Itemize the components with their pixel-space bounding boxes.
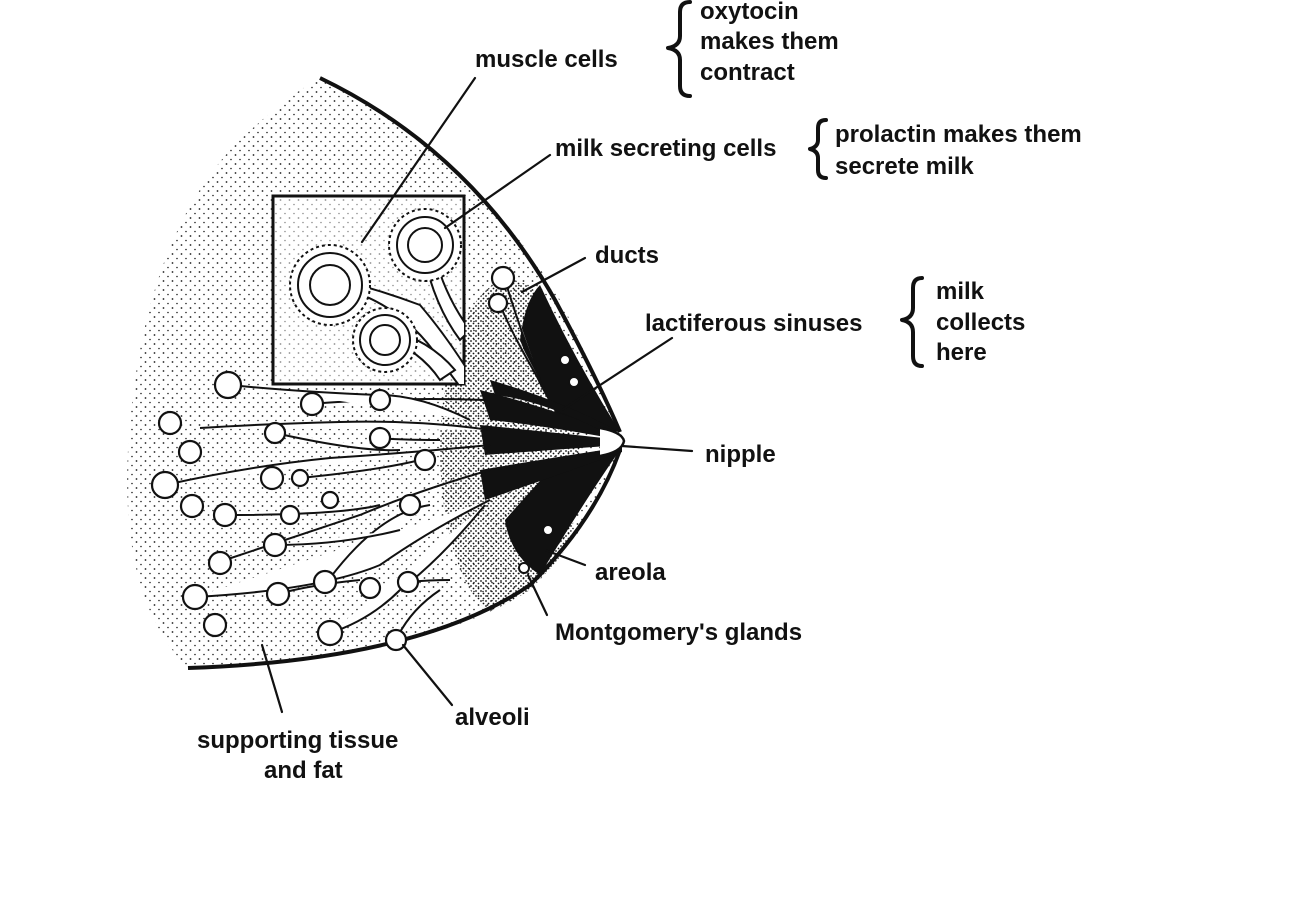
upper-ducts — [487, 265, 546, 391]
label-muscle-cells: muscle cells — [475, 46, 618, 73]
acinus — [352, 307, 418, 373]
breast-lower-outline — [187, 449, 622, 670]
label-supporting-tissue-line1: supporting tissue — [197, 727, 398, 754]
label-nipple: nipple — [705, 441, 776, 468]
ducts — [164, 384, 491, 641]
label-lactiferous-sinuses: lactiferous sinuses — [645, 310, 862, 337]
label-milk-collects-line2: collects — [936, 309, 1025, 336]
montgomery-gland — [559, 354, 571, 366]
magnified-inset — [271, 194, 466, 386]
montgomery-gland — [568, 376, 580, 388]
brace-milk-collects — [900, 276, 924, 368]
label-milk-collects-line1: milk — [936, 278, 985, 305]
breast-outline — [319, 76, 622, 433]
acinus — [388, 208, 462, 282]
label-supporting-tissue-line2: and fat — [264, 757, 343, 784]
acinus — [289, 244, 371, 326]
alveoli — [150, 370, 437, 652]
montgomery-gland — [518, 562, 530, 574]
label-ducts: ducts — [595, 242, 659, 269]
label-oxytocin-line2: makes them — [700, 28, 839, 55]
label-milk-secreting-cells: milk secreting cells — [555, 135, 776, 162]
label-milk-collects-line3: here — [936, 339, 987, 366]
brace-oxytocin — [666, 0, 692, 98]
areola-lower — [505, 450, 620, 575]
lactiferous-sinuses — [480, 380, 622, 500]
label-oxytocin-line1: oxytocin — [700, 0, 799, 25]
label-oxytocin-line3: contract — [700, 59, 795, 86]
nipple — [599, 426, 626, 458]
leader-lines — [260, 76, 694, 714]
label-prolactin-line2: secrete milk — [835, 153, 974, 180]
montgomery-gland — [542, 524, 554, 536]
label-montgomerys-glands: Montgomery's glands — [555, 619, 802, 646]
label-alveoli: alveoli — [455, 704, 530, 731]
label-areola: areola — [595, 559, 666, 586]
label-prolactin-line1: prolactin makes them — [835, 121, 1082, 148]
brace-prolactin — [808, 118, 828, 180]
